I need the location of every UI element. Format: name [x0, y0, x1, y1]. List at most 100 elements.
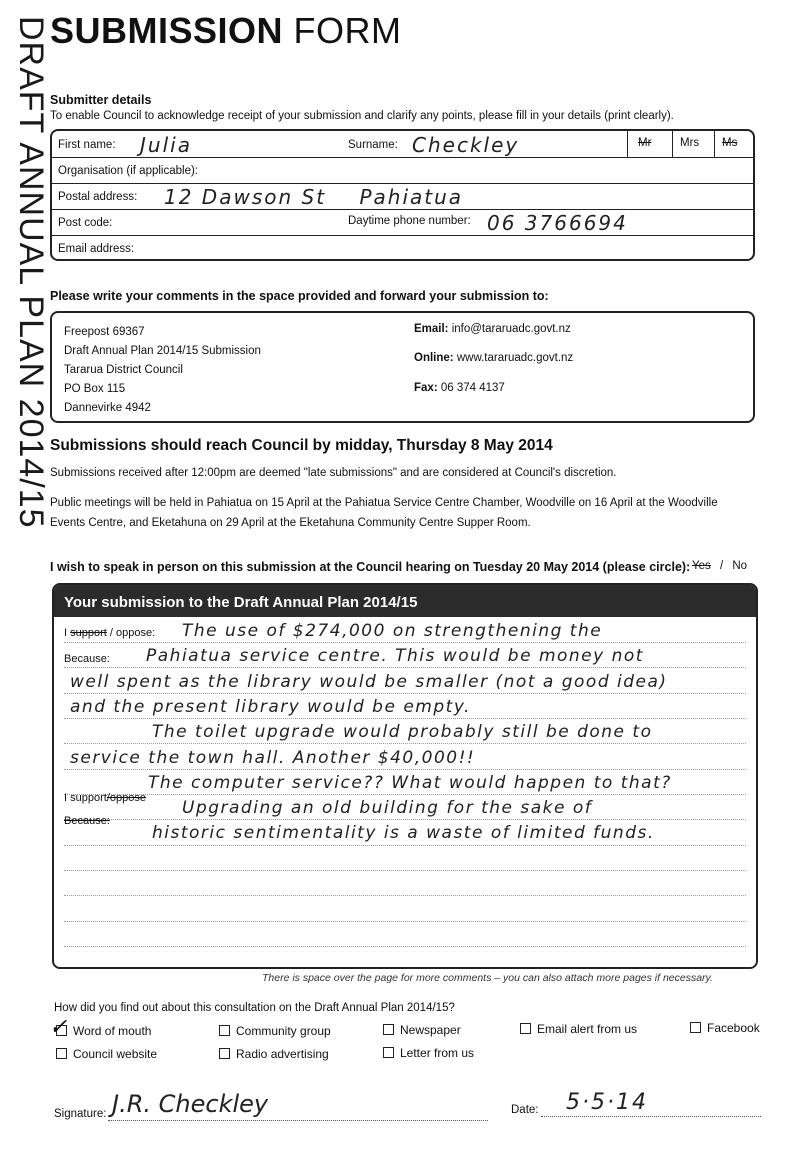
title-mr[interactable]: Mr: [638, 137, 652, 149]
speak-options: Yes / No: [692, 560, 747, 572]
late-note: Submissions received after 12:00pm are d…: [50, 467, 617, 479]
option-label: Word of mouth: [73, 1024, 152, 1038]
postal-address-label: Postal address:: [58, 191, 138, 203]
submitter-box: Mr Mrs Ms First name: Julia Surname: Che…: [50, 129, 755, 261]
because-label-2: Because:: [64, 815, 110, 827]
consultation-question: How did you find out about this consulta…: [54, 1002, 455, 1014]
checkbox-checked-icon[interactable]: ✓: [49, 1014, 68, 1039]
date-field[interactable]: 5·5·14: [566, 1090, 648, 1115]
phone-field[interactable]: 06 3766694: [487, 211, 628, 235]
oppose-option[interactable]: / oppose:: [106, 627, 156, 639]
option-email-alert[interactable]: Email alert from us: [520, 1022, 637, 1036]
fax-contact-label: Fax:: [414, 382, 438, 394]
submission-header: Your submission to the Draft Annual Plan…: [54, 585, 756, 617]
checkbox-icon[interactable]: [520, 1023, 531, 1034]
title-ms[interactable]: Ms: [722, 137, 738, 149]
option-community-group[interactable]: Community group: [219, 1024, 331, 1038]
speak-separator: /: [719, 560, 724, 572]
submission-line: The toilet upgrade would probably still …: [152, 722, 653, 742]
side-title: DRAFT ANNUAL PLAN 2014/15: [12, 16, 50, 529]
submission-line: Pahiatua service centre. This would be m…: [146, 646, 644, 666]
phone-label: Daytime phone number:: [348, 215, 471, 227]
title-mrs[interactable]: Mrs: [680, 137, 700, 149]
surname-label: Surname:: [348, 139, 398, 151]
signature-field[interactable]: J.R. Checkley: [112, 1090, 269, 1118]
form-title-regular: FORM: [283, 10, 402, 51]
postcode-label: Post code:: [58, 217, 113, 229]
submission-line: historic sentimentality is a waste of li…: [152, 823, 655, 843]
form-title-bold: SUBMISSION: [50, 10, 284, 51]
contact-fax: Fax: 06 374 4137: [414, 382, 505, 394]
checkbox-icon[interactable]: [56, 1048, 67, 1059]
support-oppose-label-2[interactable]: I support/oppose: [64, 792, 146, 804]
submission-line: and the present library would be empty.: [70, 697, 471, 717]
option-label: Facebook: [707, 1021, 760, 1035]
surname-field[interactable]: Checkley: [412, 133, 520, 157]
submission-line: The use of $274,000 on strengthening the: [182, 621, 603, 641]
fax-contact-value: 06 374 4137: [440, 382, 505, 394]
first-name-field[interactable]: Julia: [140, 133, 192, 157]
submitter-intro: To enable Council to acknowledge receipt…: [50, 110, 674, 122]
contact-email: Email: info@tararuadc.govt.nz: [414, 323, 571, 335]
speak-yes[interactable]: Yes: [692, 560, 711, 572]
email-contact-label: Email:: [414, 323, 449, 335]
forward-box: Freepost 69367 Draft Annual Plan 2014/15…: [50, 311, 755, 423]
option-council-website[interactable]: Council website: [56, 1047, 157, 1061]
date-line: [541, 1116, 761, 1117]
date-label: Date:: [511, 1104, 539, 1116]
submitter-heading: Submitter details: [50, 93, 152, 107]
option-newspaper[interactable]: Newspaper: [383, 1023, 461, 1037]
i-label: I: [64, 627, 68, 639]
online-contact-label: Online:: [414, 352, 454, 364]
checkbox-icon[interactable]: [690, 1022, 701, 1033]
because-label-1: Because:: [64, 653, 110, 665]
deadline-heading: Submissions should reach Council by midd…: [50, 437, 553, 454]
organisation-label: Organisation (if applicable):: [58, 165, 198, 177]
option-letter-from-us[interactable]: Letter from us: [383, 1046, 474, 1060]
option-word-of-mouth[interactable]: ✓ Word of mouth: [49, 1014, 152, 1039]
checkbox-icon[interactable]: [219, 1025, 230, 1036]
submission-line: well spent as the library would be small…: [70, 672, 668, 692]
submission-box: Your submission to the Draft Annual Plan…: [52, 583, 758, 969]
address-line: Draft Annual Plan 2014/15 Submission: [64, 345, 261, 357]
checkbox-icon[interactable]: [219, 1048, 230, 1059]
address-line: PO Box 115: [64, 383, 126, 395]
checkbox-icon[interactable]: [383, 1024, 394, 1035]
option-facebook[interactable]: Facebook: [690, 1021, 760, 1035]
form-title: SUBMISSION FORM: [50, 10, 402, 52]
option-label: Newspaper: [400, 1023, 461, 1037]
option-label: Email alert from us: [537, 1022, 638, 1036]
meetings-note: Public meetings will be held in Pahiatua…: [50, 493, 718, 533]
first-name-label: First name:: [58, 139, 116, 151]
signature-line: [108, 1120, 488, 1121]
speak-question: I wish to speak in person on this submis…: [50, 560, 691, 574]
support-option-2[interactable]: I support: [64, 792, 107, 804]
meetings-line: Events Centre, and Eketahuna on 29 April…: [50, 517, 531, 529]
submission-line: service the town hall. Another $40,000!!: [70, 748, 476, 768]
postal-address-block: Freepost 69367 Draft Annual Plan 2014/15…: [64, 323, 261, 418]
support-option[interactable]: support: [70, 627, 107, 639]
address-line: Dannevirke 4942: [64, 402, 151, 414]
forward-heading: Please write your comments in the space …: [50, 289, 549, 303]
email-contact-value[interactable]: info@tararuadc.govt.nz: [451, 323, 571, 335]
postal-address-field[interactable]: 12 Dawson St Pahiatua: [164, 185, 464, 209]
support-oppose-label-1[interactable]: I support / oppose:: [64, 627, 155, 639]
submission-line: Upgrading an old building for the sake o…: [182, 798, 593, 818]
option-label: Council website: [73, 1047, 158, 1061]
signature-label: Signature:: [54, 1108, 107, 1120]
option-label: Letter from us: [400, 1046, 475, 1060]
oppose-option-2[interactable]: /oppose: [106, 792, 146, 804]
option-radio-advertising[interactable]: Radio advertising: [219, 1047, 329, 1061]
online-contact-value[interactable]: www.tararuadc.govt.nz: [456, 352, 574, 364]
email-label: Email address:: [58, 243, 135, 255]
address-line: Tararua District Council: [64, 364, 183, 376]
meetings-line: Public meetings will be held in Pahiatua…: [50, 497, 718, 509]
option-label: Community group: [236, 1024, 331, 1038]
address-line: Freepost 69367: [64, 326, 145, 338]
space-footnote: There is space over the page for more co…: [262, 972, 713, 984]
submission-line: The computer service?? What would happen…: [148, 773, 672, 793]
contact-online: Online: www.tararuadc.govt.nz: [414, 352, 573, 364]
speak-no[interactable]: No: [732, 560, 748, 572]
option-label: Radio advertising: [236, 1047, 329, 1061]
checkbox-icon[interactable]: [383, 1047, 394, 1058]
